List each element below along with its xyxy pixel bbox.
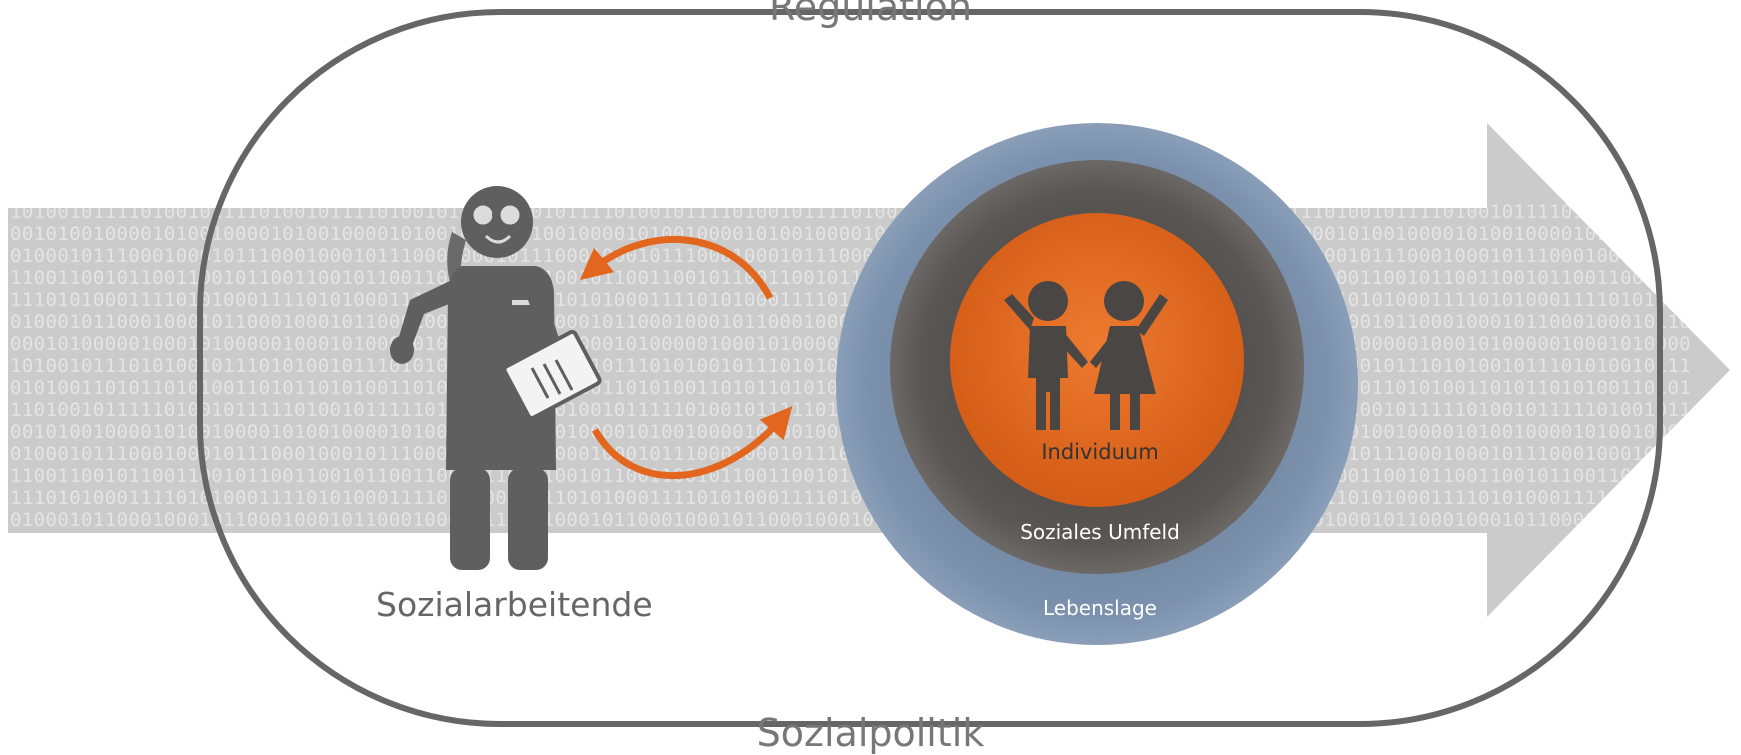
individuum-label: Individuum — [1041, 440, 1159, 464]
lebenslage-label: Lebenslage — [1042, 596, 1157, 620]
binary-row: 0100010111000100010111000100010111000100… — [10, 245, 1691, 267]
person-label: Sozialarbeitende — [376, 585, 653, 624]
clipboard-icon — [502, 330, 602, 420]
binary-row: 0100010110001000101100010001011000100010… — [10, 509, 1691, 531]
regulation-label: Regulation — [769, 0, 972, 29]
social-worker-icon — [390, 186, 566, 570]
binary-row: 1010010111101001011110100101111010010111… — [10, 201, 1691, 223]
umfeld-label: Soziales Umfeld — [1020, 520, 1180, 544]
outer-frame — [197, 9, 1663, 727]
top-cycle-arrow — [579, 235, 774, 300]
diagram-canvas: 1010010111101001011110100101111010010111… — [8, 9, 1730, 727]
binary-row: 1110101000111101010001111010100011110101… — [10, 487, 1691, 509]
binary-row: 1100110010110011001011001100101100110010… — [10, 267, 1691, 289]
binary-row: 0010100100001010010000101001000010100100… — [10, 223, 1691, 245]
bottom-cycle-arrow — [591, 406, 793, 480]
children-icon — [1004, 281, 1168, 430]
sozialpolitik-label: Sozialpolitik — [756, 711, 985, 755]
